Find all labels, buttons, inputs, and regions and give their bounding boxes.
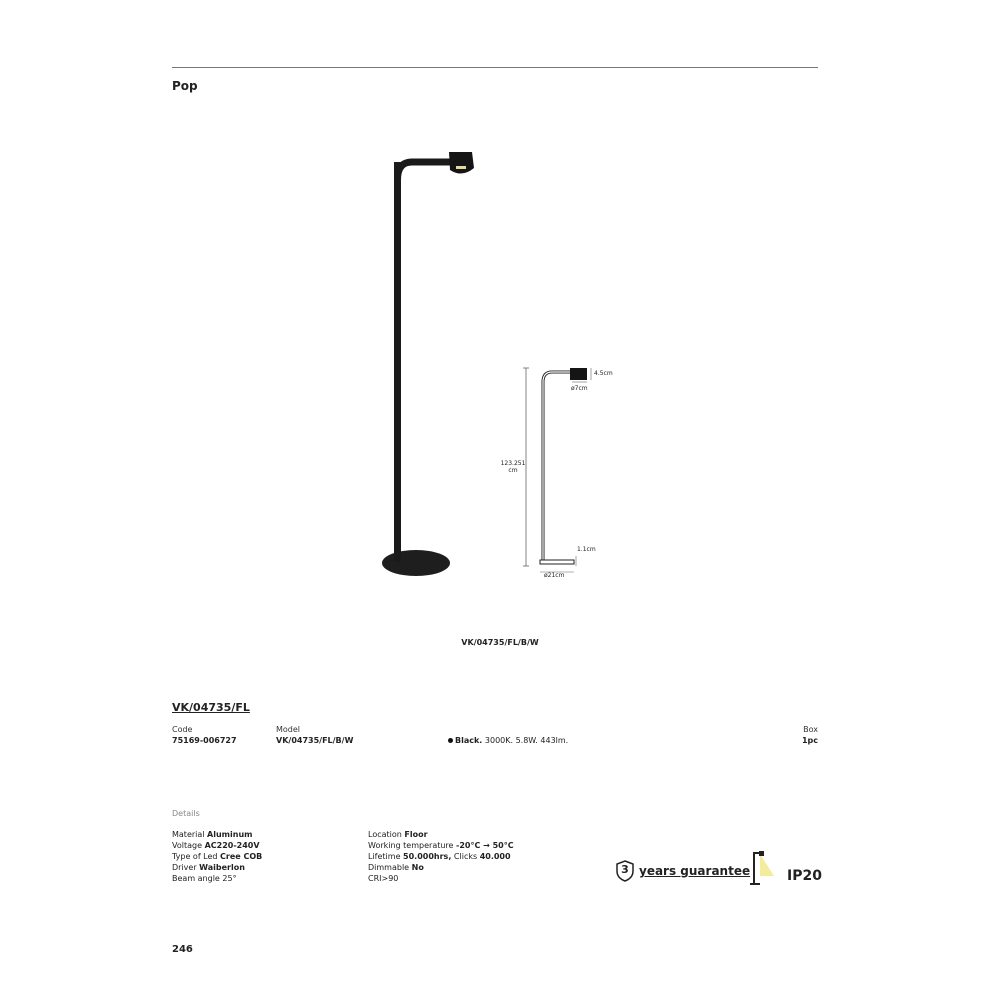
- product-heading: VK/04735/FL: [172, 701, 250, 714]
- detail-cri: CRI>90: [368, 874, 399, 883]
- base-diameter-label: ø21cm: [544, 572, 565, 579]
- height-dimension-label: 123.251 cm: [500, 460, 526, 474]
- finish-spec: Black. 3000K. 5.8W. 443lm.: [448, 736, 568, 745]
- detail-material: Material Aluminum: [172, 830, 253, 839]
- detail-dimmable: Dimmable No: [368, 863, 424, 872]
- dimension-drawing: [523, 367, 592, 573]
- ip-rating: IP20: [787, 868, 822, 884]
- code-value: 75169-006727: [172, 736, 237, 745]
- product-photo: [382, 152, 474, 576]
- detail-beam-angle: Beam angle 25°: [172, 874, 237, 883]
- box-label: Box: [803, 725, 818, 734]
- detail-lifetime: Lifetime 50.000hrs, Clicks 40.000: [368, 852, 511, 861]
- header-rule: [172, 67, 818, 68]
- box-value: 1pc: [801, 736, 818, 745]
- detail-working-temperature: Working temperature -20°C → 50°C: [368, 841, 514, 850]
- model-label: Model: [276, 725, 301, 734]
- page-title: Pop: [172, 79, 198, 93]
- finish-dot-icon: [448, 738, 453, 743]
- details-right-column: Location Floor Working temperature -20°C…: [368, 829, 514, 884]
- finish-details: 3000K. 5.8W. 443lm.: [484, 736, 569, 745]
- shield-icon: 3: [615, 860, 635, 882]
- figure-caption: VK/04735/FL/B/W: [461, 638, 539, 647]
- detail-location: Location Floor: [368, 830, 428, 839]
- detail-led-type: Type of Led Cree COB: [172, 852, 263, 861]
- detail-driver: Driver Waiberlon: [172, 863, 245, 872]
- details-heading: Details: [172, 809, 200, 818]
- page-number: 246: [172, 944, 193, 955]
- guarantee-text: years guarantee: [639, 864, 751, 878]
- details-left-column: Material Aluminum Voltage AC220-240V Typ…: [172, 829, 262, 884]
- floor-lamp-icon: [750, 851, 774, 885]
- code-label: Code: [172, 725, 193, 734]
- base-height-label: 1.1cm: [577, 546, 596, 553]
- model-value: VK/04735/FL/B/W: [276, 736, 354, 745]
- finish-name: Black.: [455, 736, 483, 745]
- detail-voltage: Voltage AC220-240V: [172, 841, 260, 850]
- guarantee-number: 3: [621, 863, 629, 876]
- guarantee-badge: 3 years guarantee: [615, 860, 750, 882]
- head-diameter-label: ø7cm: [571, 385, 588, 392]
- head-height-label: 4.5cm: [594, 370, 613, 377]
